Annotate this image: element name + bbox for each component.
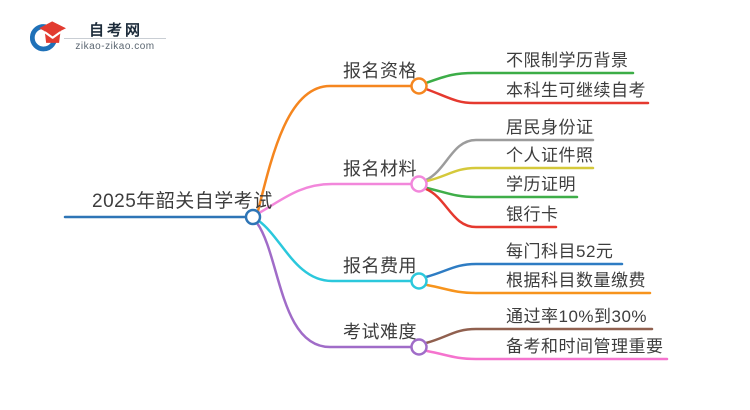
branch-node-handle[interactable] bbox=[410, 272, 428, 290]
leaf-line bbox=[424, 327, 654, 345]
leaf-label[interactable]: 通过率10%到30% bbox=[506, 307, 648, 326]
leaf-label[interactable]: 每门科目52元 bbox=[506, 242, 614, 261]
logo-divider bbox=[64, 38, 166, 39]
branch-label-qualification[interactable]: 报名资格 bbox=[343, 61, 417, 81]
leaf-line bbox=[425, 349, 669, 361]
branch-line bbox=[255, 221, 413, 349]
branch-node-handle[interactable] bbox=[410, 338, 428, 356]
leaf-label[interactable]: 根据科目数量缴费 bbox=[506, 271, 646, 290]
leaf-label[interactable]: 个人证件照 bbox=[506, 146, 594, 165]
leaf-line bbox=[425, 166, 595, 183]
site-name: 自考网 bbox=[88, 22, 143, 39]
leaf-label[interactable]: 本科生可继续自考 bbox=[506, 81, 646, 100]
leaf-line bbox=[425, 283, 652, 295]
leaf-label[interactable]: 居民身份证 bbox=[506, 118, 594, 137]
branch-node-handle[interactable] bbox=[410, 77, 428, 95]
leaf-label[interactable]: 银行卡 bbox=[506, 205, 559, 224]
branch-label-fees[interactable]: 报名费用 bbox=[343, 256, 417, 276]
root-node-label[interactable]: 2025年韶关自学考试 bbox=[92, 191, 273, 212]
site-logo[interactable]: 自考网 zikao-zikao.com bbox=[26, 12, 176, 60]
leaf-label[interactable]: 备考和时间管理重要 bbox=[506, 337, 664, 356]
leaf-line bbox=[424, 138, 595, 182]
leaf-line bbox=[424, 87, 650, 105]
root-node-handle[interactable] bbox=[244, 208, 262, 226]
graduation-cap-icon bbox=[28, 16, 66, 61]
branch-line bbox=[257, 219, 413, 283]
branch-line bbox=[256, 84, 413, 213]
branch-node-handle[interactable] bbox=[410, 175, 428, 193]
leaf-line bbox=[425, 186, 579, 199]
leaf-label[interactable]: 学历证明 bbox=[506, 175, 576, 194]
site-url: zikao-zikao.com bbox=[75, 41, 155, 52]
leaf-line bbox=[424, 262, 624, 279]
branch-label-difficulty[interactable]: 考试难度 bbox=[343, 322, 417, 342]
branch-line bbox=[257, 182, 413, 215]
leaf-label[interactable]: 不限制学历背景 bbox=[506, 51, 629, 70]
leaf-line bbox=[424, 187, 558, 229]
leaf-line bbox=[424, 71, 635, 85]
branch-label-materials[interactable]: 报名材料 bbox=[343, 159, 417, 179]
